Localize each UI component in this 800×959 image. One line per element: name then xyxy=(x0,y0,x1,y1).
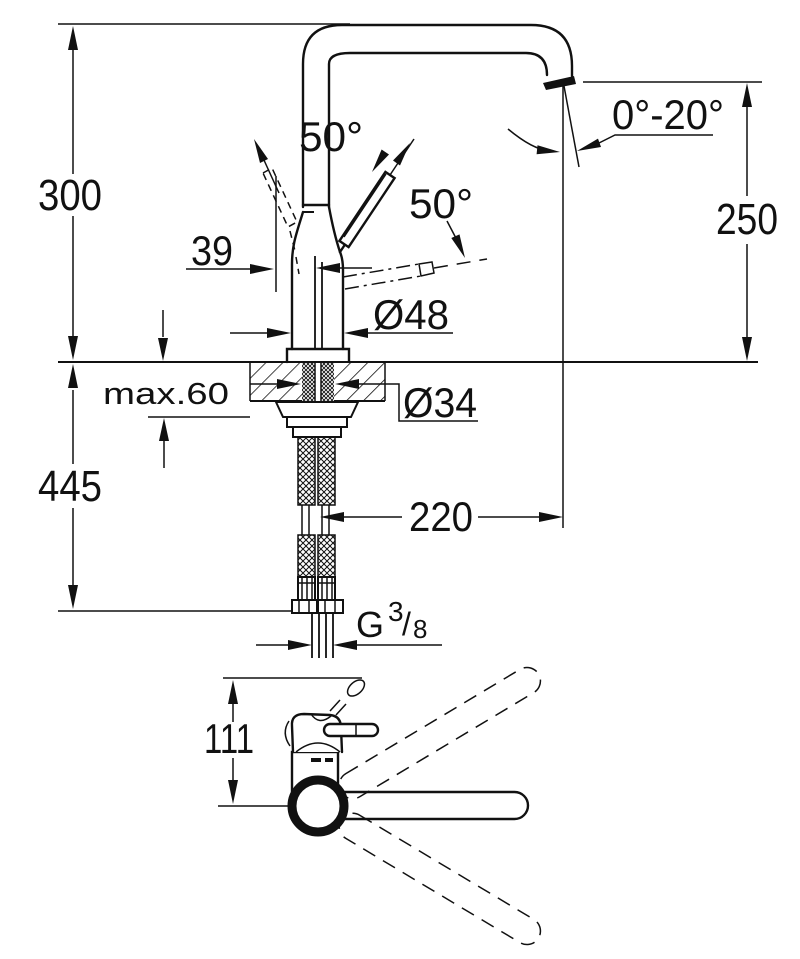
side-view xyxy=(58,23,758,658)
dim-label-50-right: 50° xyxy=(409,180,473,227)
thread-numerator: 3 xyxy=(388,596,404,627)
dim-label-d48: Ø48 xyxy=(373,291,449,338)
supply-hoses xyxy=(291,436,344,658)
plan-lever-phantom-tip xyxy=(346,679,366,697)
dim-220: 220 xyxy=(320,493,563,540)
dim-39: 39 xyxy=(186,176,372,292)
lever-horizontal-phantom xyxy=(342,263,422,290)
dim-g38: G 3 / 8 xyxy=(256,596,442,650)
mounting-flange xyxy=(274,401,360,418)
plan-lever xyxy=(322,722,380,738)
dim-label-220: 220 xyxy=(409,493,473,540)
dim-label-39: 39 xyxy=(191,227,233,274)
dim-label-250: 250 xyxy=(716,195,778,244)
dim-label-111: 111 xyxy=(204,715,254,762)
outlet-tilt-line xyxy=(563,85,580,168)
dim-d48: Ø48 xyxy=(230,291,453,338)
plan-spout xyxy=(316,790,530,821)
threaded-shank-left xyxy=(302,363,315,401)
dimensions: 300 445 max.60 39 50° xyxy=(38,23,778,807)
lever-up-right xyxy=(337,170,397,249)
spout xyxy=(301,23,580,528)
spout-outlet xyxy=(543,76,576,90)
dim-0-20: 0°-20° xyxy=(507,91,724,155)
dim-label-0-20: 0°-20° xyxy=(612,91,724,138)
dim-label-d34: Ø34 xyxy=(403,379,477,426)
dim-111: 111 xyxy=(204,677,362,807)
dim-label-300: 300 xyxy=(38,171,102,220)
plan-body xyxy=(284,679,380,793)
thread-slash: / xyxy=(402,606,411,642)
thread-g: G xyxy=(356,604,384,645)
dim-50-left: 50° xyxy=(299,113,363,160)
dim-max60: max.60 xyxy=(103,310,250,468)
threaded-shank-right xyxy=(321,363,334,401)
connector-nut xyxy=(317,599,344,614)
lever-up-left-phantom xyxy=(262,166,298,229)
dim-label-max60: max.60 xyxy=(103,376,229,411)
dim-445: 445 xyxy=(38,364,293,612)
dim-label-445: 445 xyxy=(38,462,102,511)
dim-d34: Ø34 xyxy=(250,379,478,426)
connector-nut xyxy=(291,599,318,614)
mounting-nut xyxy=(292,426,342,438)
lever-positions xyxy=(254,138,488,290)
connection-pipes xyxy=(311,613,334,658)
plan-swivel-ring xyxy=(287,775,349,837)
plan-view xyxy=(284,666,542,946)
dim-50-right: 50° xyxy=(409,180,473,258)
thread-denominator: 8 xyxy=(413,614,427,644)
dim-250: 250 xyxy=(583,81,778,361)
mounting-hardware xyxy=(274,401,360,438)
plan-spout-phantom-down xyxy=(338,812,542,946)
dim-label-50-left: 50° xyxy=(299,113,363,160)
dim-300: 300 xyxy=(38,23,350,360)
base-collar xyxy=(285,347,351,364)
